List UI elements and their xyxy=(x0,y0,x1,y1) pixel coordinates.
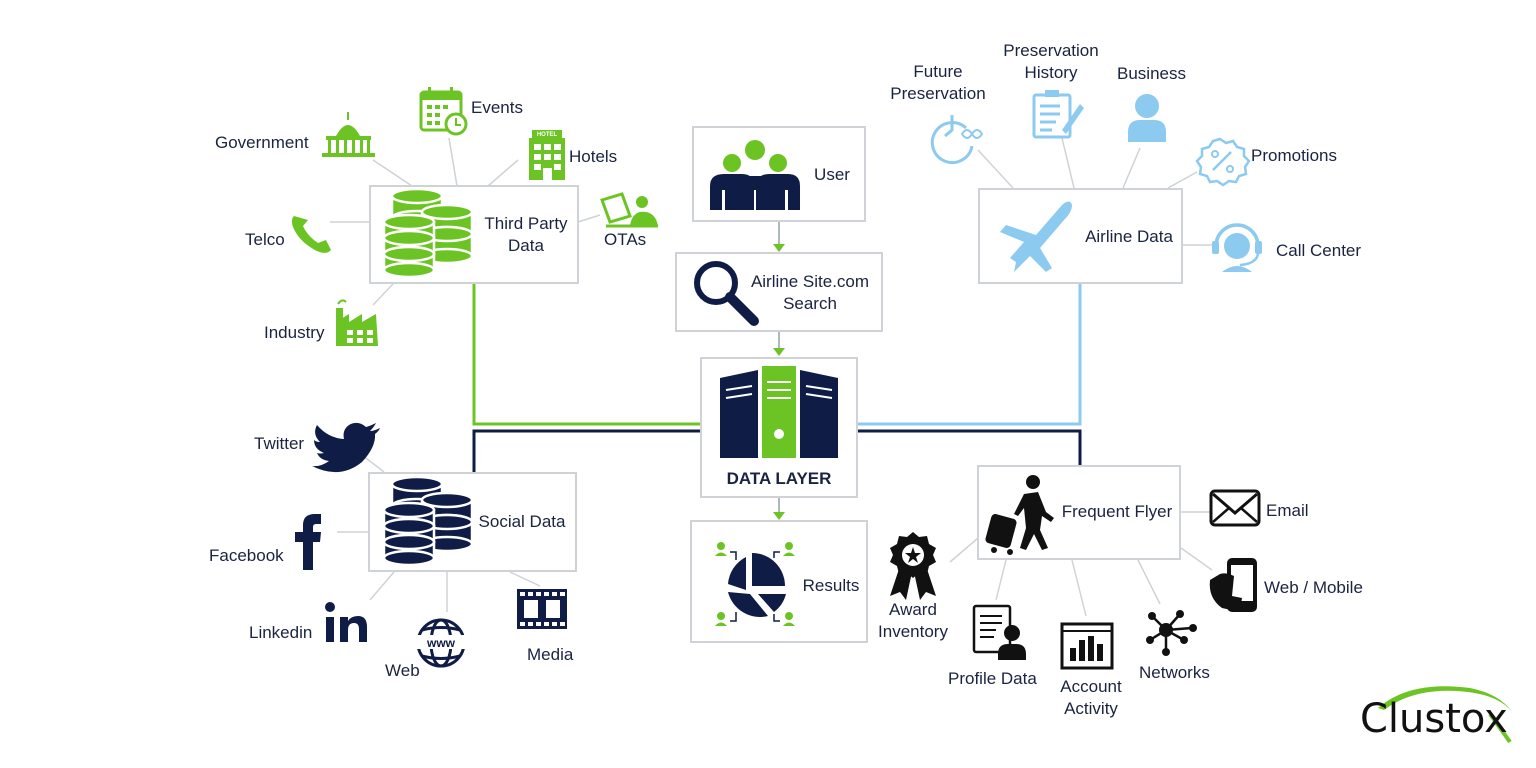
account-activity-icon xyxy=(1060,622,1114,670)
twitter-icon xyxy=(312,422,380,473)
profile-data-label: Profile Data xyxy=(948,669,1037,688)
profile-data-icon xyxy=(972,604,1026,660)
third-party-label-line2: Data xyxy=(508,236,544,255)
industry-label: Industry xyxy=(264,323,325,342)
hotels-label: Hotels xyxy=(569,147,618,166)
email-label: Email xyxy=(1266,501,1309,520)
airline-data-label: Airline Data xyxy=(1085,227,1173,246)
flow-arrows xyxy=(773,222,785,520)
networks-label: Networks xyxy=(1139,663,1210,682)
future-preservation-label-line1: Future xyxy=(913,62,963,81)
industry-icon xyxy=(336,299,378,346)
airline-spokes xyxy=(977,137,1212,246)
mobile-hand-icon xyxy=(1209,558,1257,612)
web-label: Web xyxy=(385,661,420,680)
search-label-line1: Airline Site.com xyxy=(750,272,870,291)
web-mobile-label: Web / Mobile xyxy=(1264,578,1363,597)
government-label: Government xyxy=(215,133,309,152)
green-connector xyxy=(472,284,700,426)
hotels-icon: HOTEL xyxy=(529,130,565,180)
government-icon xyxy=(322,112,375,157)
preservation-history-label-line2: History xyxy=(1024,63,1078,82)
clustox-logo-text: Clustox xyxy=(1360,696,1508,742)
account-activity-label-line2: Activity xyxy=(1064,699,1118,718)
third-party-label-line1: Third Party xyxy=(484,214,568,233)
otas-label: OTAs xyxy=(604,230,647,249)
navy-connector-right xyxy=(858,429,1082,465)
business-person-icon xyxy=(1128,94,1166,142)
third-party-spokes xyxy=(330,137,601,306)
facebook-icon xyxy=(295,514,321,570)
results-label: Results xyxy=(802,576,860,595)
lightblue-connector xyxy=(858,284,1082,426)
data-layer-label: DATA LAYER xyxy=(726,469,832,488)
award-icon xyxy=(890,532,936,600)
award-inventory-label-line2: Inventory xyxy=(878,622,948,641)
preservation-history-icon xyxy=(1032,90,1084,139)
media-label: Media xyxy=(527,645,574,664)
search-label-line2: Search xyxy=(783,294,837,313)
linkedin-icon xyxy=(325,602,367,642)
telco-icon xyxy=(291,216,331,253)
otas-icon xyxy=(600,192,658,228)
clustox-logo-swoosh xyxy=(1378,686,1512,744)
user-label: User xyxy=(814,165,850,184)
business-label: Business xyxy=(1117,64,1186,83)
web-glyph-text: www xyxy=(426,636,456,650)
future-preservation-label-line2: Preservation xyxy=(890,84,986,103)
navy-connector-left xyxy=(472,429,700,472)
events-label: Events xyxy=(471,98,523,117)
flyer-spokes xyxy=(949,511,1213,617)
award-inventory-label-line1: Award xyxy=(889,600,937,619)
networks-icon xyxy=(1146,610,1197,656)
frequent-flyer-box xyxy=(977,465,1181,560)
social-data-label: Social Data xyxy=(478,512,566,531)
call-center-icon xyxy=(1212,223,1262,272)
preservation-history-label-line1: Preservation xyxy=(1003,41,1099,60)
hotel-sign-text: HOTEL xyxy=(537,132,558,138)
account-activity-label-line1: Account xyxy=(1060,677,1122,696)
twitter-label: Twitter xyxy=(254,434,305,453)
call-center-label: Call Center xyxy=(1276,241,1362,260)
telco-label: Telco xyxy=(245,230,285,249)
promotions-label: Promotions xyxy=(1251,146,1337,165)
facebook-label: Facebook xyxy=(209,546,284,565)
email-icon xyxy=(1209,489,1261,527)
future-preservation-icon xyxy=(930,115,984,165)
web-globe-icon: www xyxy=(416,618,466,668)
media-film-icon xyxy=(517,589,567,629)
promotions-icon xyxy=(1195,137,1251,187)
linkedin-label: Linkedin xyxy=(249,623,313,642)
events-icon xyxy=(419,87,468,136)
frequent-flyer-label: Frequent Flyer xyxy=(1061,502,1173,521)
